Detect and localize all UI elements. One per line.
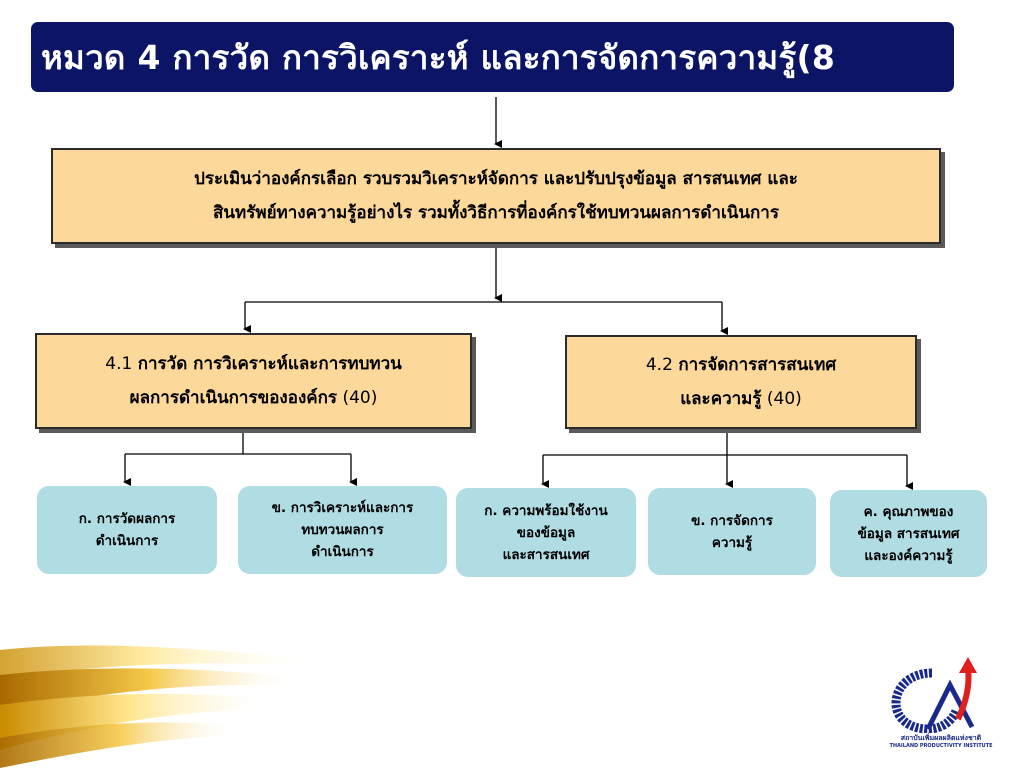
item-4-2-c-line-3: และองค์ความรู้	[864, 547, 953, 564]
item-4-1-b: ข. การวิเคราะห์และการ ทบทวนผลการ ดำเนินก…	[238, 486, 447, 574]
decorative-swoosh	[0, 645, 320, 768]
section-4-1-number: 4.1	[105, 354, 133, 374]
section-4-2-points: (40)	[766, 389, 802, 409]
institute-logo: สถาบันเพิ่มผลผลิตแห่งชาติ THAILAND PRODU…	[888, 655, 994, 755]
item-4-2-a-line-3: และสารสนเทศ	[502, 546, 590, 563]
item-4-1-b-line-1: ข. การวิเคราะห์และการ	[271, 500, 414, 516]
logo-english-text: THAILAND PRODUCTIVITY INSTITUTE	[889, 743, 993, 749]
item-4-1-a-line-1: ก. การวัดผลการ	[78, 511, 176, 527]
item-4-2-c-line-1: ค. คุณภาพของ	[863, 503, 954, 520]
item-4-2-a: ก. ความพร้อมใช้งาน ของข้อมูล และสารสนเทศ	[456, 488, 636, 577]
item-4-2-b-line-2: ความรู้	[711, 534, 753, 551]
item-4-2-a-line-2: ของข้อมูล	[516, 524, 576, 541]
title-bar: หมวด 4 การวัด การวิเคราะห์ และการจัดการค…	[31, 22, 954, 92]
section-4-1-box: 4.1 การวัด การวิเคราะห์และการทบทวน ผลการ…	[35, 333, 472, 429]
item-4-1-a: ก. การวัดผลการ ดำเนินการ	[37, 486, 217, 574]
logo-thai-text: สถาบันเพิ่มผลผลิตแห่งชาติ	[900, 734, 982, 742]
item-4-1-b-line-3: ดำเนินการ	[311, 544, 374, 560]
section-4-1-title-line-1: การวัด การวิเคราะห์และการทบทวน	[137, 354, 402, 374]
section-4-1-title-line-2: ผลการดำเนินการขององค์กร	[129, 388, 338, 408]
section-4-2-line-2: และความรู้ (40)	[680, 382, 802, 416]
section-4-1-points: (40)	[342, 388, 378, 408]
section-4-2-box: 4.2 การจัดการสารสนเทศ และความรู้ (40)	[565, 335, 917, 429]
item-4-2-b: ข. การจัดการ ความรู้	[648, 488, 816, 575]
section-4-2-title-line-1: การจัดการสารสนเทศ	[678, 355, 837, 375]
item-4-2-c: ค. คุณภาพของ ข้อมูล สารสนเทศ และองค์ความ…	[830, 490, 987, 577]
item-4-1-b-line-2: ทบทวนผลการ	[301, 522, 384, 538]
item-4-1-a-line-2: ดำเนินการ	[95, 533, 159, 549]
section-4-1-line-2: ผลการดำเนินการขององค์กร (40)	[130, 381, 378, 415]
item-4-2-c-line-2: ข้อมูล สารสนเทศ	[857, 525, 960, 542]
item-4-2-a-line-1: ก. ความพร้อมใช้งาน	[484, 502, 608, 519]
section-4-2-line-1: 4.2 การจัดการสารสนเทศ	[646, 348, 836, 382]
slide-title: หมวด 4 การวัด การวิเคราะห์ และการจัดการค…	[41, 37, 836, 77]
logo-mark-icon	[891, 657, 977, 734]
section-4-1-line-1: 4.1 การวัด การวิเคราะห์และการทบทวน	[105, 347, 401, 381]
item-4-2-b-line-1: ข. การจัดการ	[691, 512, 773, 529]
main-description-line-2: สินทรัพย์ทางความรู้อย่างไร รวมทั้งวิธีกา…	[213, 203, 779, 223]
section-4-2-title-line-2: และความรู้	[680, 389, 762, 409]
section-4-2-number: 4.2	[645, 355, 673, 375]
main-description-box: ประเมินว่าองค์กรเลือก รวบรวมวิเคราะห์จัด…	[51, 148, 941, 244]
main-description-line-1: ประเมินว่าองค์กรเลือก รวบรวมวิเคราะห์จัด…	[194, 169, 798, 189]
